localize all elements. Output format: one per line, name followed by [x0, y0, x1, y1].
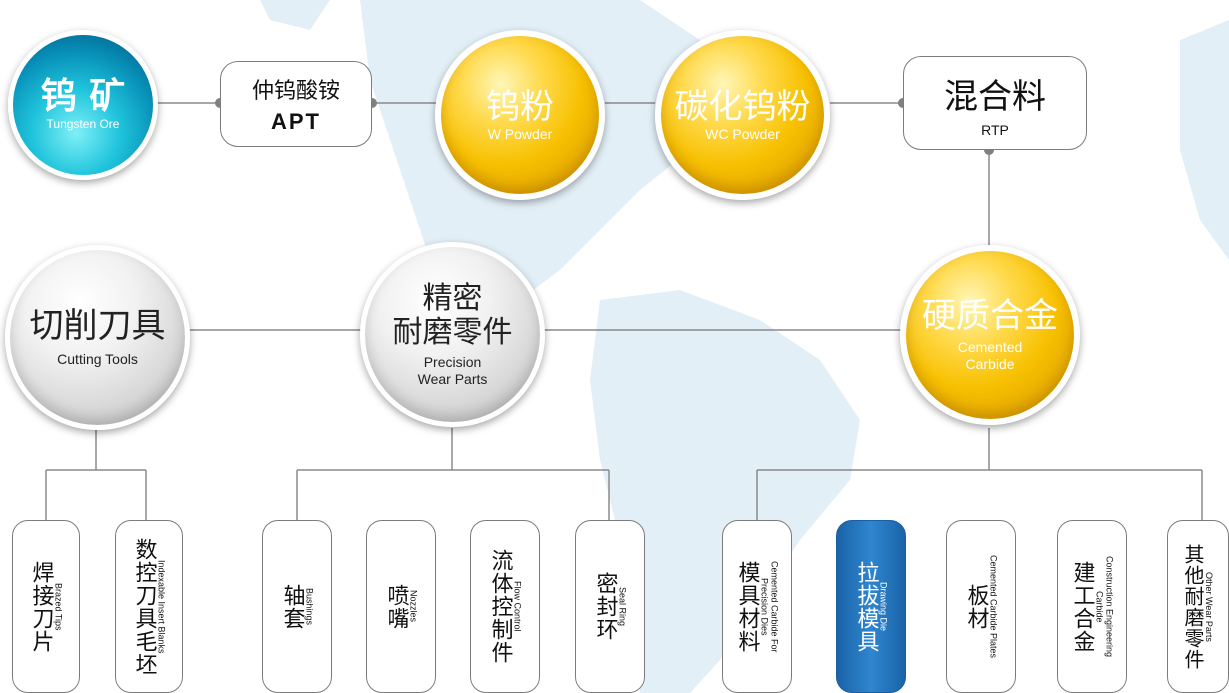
- node-cemented-carbide: 硬质合金 Cemented Carbide: [900, 245, 1080, 425]
- node-tungsten-ore-cn: 钨 矿: [40, 75, 126, 117]
- leaf-indexable-insert-blanks: 数控刀具毛坯 Indexable Insert Blanks: [115, 520, 183, 693]
- node-pwp-cn-2: 耐磨零件: [392, 314, 513, 350]
- leaf-en: Cemented Carbide Plates: [988, 554, 999, 659]
- node-tungsten-ore: 钨 矿 Tungsten Ore: [8, 30, 158, 180]
- leaf-cn: 模具材料: [734, 560, 760, 653]
- leaf-other-wear-parts: 其他耐磨零件 Other Wear Parts: [1167, 520, 1229, 693]
- node-cc-en-2: Carbide: [965, 356, 1015, 372]
- node-apt-cn: 仲钨酸铵: [251, 79, 340, 104]
- leaf-drawing-die: 拉拔模具 Drawing Die: [836, 520, 906, 693]
- node-pwp-en-1: Precision: [423, 353, 482, 370]
- leaf-cn: 轴套: [279, 583, 305, 630]
- node-pwp-en-2: Wear Parts: [417, 370, 488, 387]
- node-cutting-tools: 切削刀具 Cutting Tools: [5, 245, 190, 430]
- node-w-powder-en: W Powder: [487, 125, 553, 142]
- leaf-en: Flow Control: [512, 581, 523, 632]
- leaf-cn: 流体控制件: [487, 549, 513, 664]
- node-rtp: 混合料 RTP: [903, 56, 1087, 150]
- leaf-en: Construction Engineering Carbide: [1094, 555, 1115, 658]
- leaf-en: Cemented Carbide For Precision Dies: [759, 560, 780, 653]
- leaf-precision-dies: 模具材料 Cemented Carbide For Precision Dies: [722, 520, 792, 693]
- leaf-cn: 其他耐磨零件: [1181, 543, 1205, 670]
- node-cutting-tools-cn: 切削刀具: [29, 306, 166, 346]
- leaf-cn: 建工合金: [1069, 560, 1095, 653]
- leaf-seal-ring: 密封环 Seal Ring: [575, 520, 645, 693]
- leaf-en: Seal Ring: [617, 586, 628, 627]
- leaf-en: Bushings: [304, 587, 315, 626]
- leaf-flow-control: 流体控制件 Flow Control: [470, 520, 540, 693]
- node-precision-wear-parts: 精密 耐磨零件 Precision Wear Parts: [360, 242, 545, 427]
- node-w-powder-cn: 钨粉: [486, 86, 554, 127]
- leaf-en: Brazed Tips: [53, 582, 64, 631]
- leaf-carbide-plates: 板材 Cemented Carbide Plates: [946, 520, 1016, 693]
- leaf-brazed-tips: 焊接刀片 Brazed Tips: [12, 520, 80, 693]
- node-rtp-en: RTP: [981, 121, 1009, 138]
- node-apt: 仲钨酸铵 APT: [220, 61, 372, 147]
- leaf-en: Nozzles: [408, 590, 419, 623]
- node-rtp-cn: 混合料: [944, 76, 1046, 117]
- leaf-bushings: 轴套 Bushings: [262, 520, 332, 693]
- leaf-cn: 焊接刀片: [28, 560, 54, 653]
- leaf-en: Indexable Insert Blanks: [156, 559, 167, 654]
- leaf-cn: 数控刀具毛坯: [131, 537, 157, 676]
- node-cc-en-1: Cemented: [957, 339, 1023, 355]
- leaf-nozzles: 喷嘴 Nozzles: [366, 520, 436, 693]
- leaf-cn: 板材: [963, 583, 989, 630]
- node-wc-powder-cn: 碳化钨粉: [674, 86, 811, 127]
- node-cutting-tools-en: Cutting Tools: [57, 351, 138, 367]
- node-cc-cn: 硬质合金: [922, 296, 1058, 336]
- node-pwp-cn-1: 精密: [422, 280, 483, 316]
- leaf-en: Drawing Die: [878, 581, 889, 632]
- node-wc-powder: 碳化钨粉 WC Powder: [655, 30, 830, 200]
- node-tungsten-ore-en: Tungsten Ore: [46, 116, 120, 131]
- leaf-cn: 喷嘴: [383, 583, 409, 630]
- leaf-cn: 拉拔模具: [853, 560, 879, 653]
- node-w-powder: 钨粉 W Powder: [435, 30, 605, 200]
- leaf-en: Other Wear Parts: [1204, 571, 1214, 642]
- node-apt-en: APT: [271, 109, 321, 134]
- leaf-construction-carbide: 建工合金 Construction Engineering Carbide: [1057, 520, 1127, 693]
- node-wc-powder-en: WC Powder: [705, 125, 780, 142]
- leaf-cn: 密封环: [592, 572, 618, 641]
